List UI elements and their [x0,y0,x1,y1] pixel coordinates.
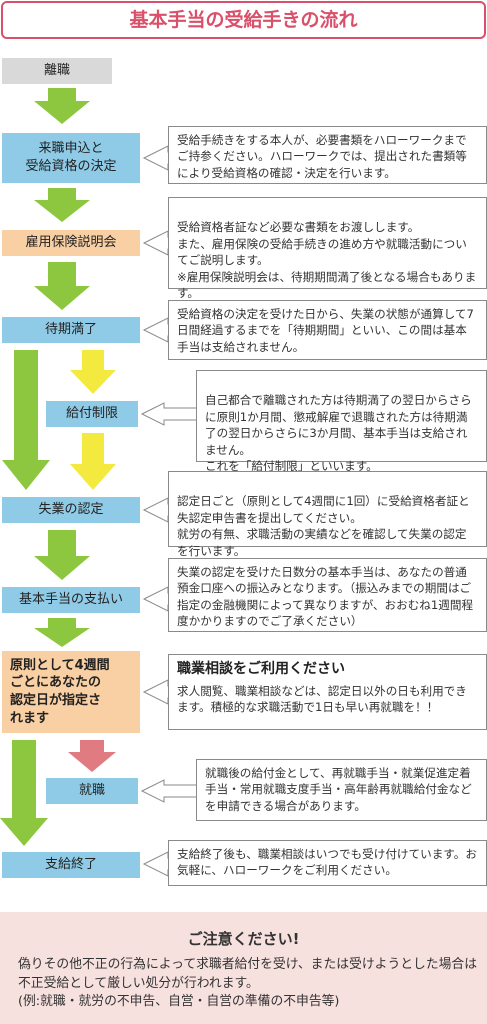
notice-panel [0,912,487,1024]
notice-title: ご注意ください! [187,930,300,948]
step-shitsugyo-nintei: 失業の認定 [2,497,140,523]
arrow-down-icon [34,262,90,310]
desc-text: 認定日ごと（原則として4週間に1回）に受給資格者証と失認定申告書を提出してくださ… [177,494,470,558]
page-title: 基本手当の受給手きの流れ [1,1,486,39]
arrow-down-icon [68,740,116,772]
desc-shikyu-shuryo: 支給終了後も、職業相談はいつでも受け付けています。お気軽に、ハローワークをご利用… [168,840,487,886]
desc-heading: 職業相談をご利用ください [177,661,345,677]
desc-text: 受給資格者証など必要な書類をお渡しします。 また、雇用保険の受給手続きの進め方や… [177,220,477,301]
desc-shitsugyo-nintei: 認定日ごと（原則として4週間に1回）に受給資格者証と失認定申告書を提出してくださ… [168,471,487,558]
desc-kyushoku-moushikomi: 受給手続きをする本人が、必要書類をハローワークまでご持参ください。ハローワークで… [168,126,487,184]
desc-text: 失業の認定を受けた日数分の基本手当は、あなたの普通預金口座への振込みとなります。… [177,565,474,629]
arrow-down-icon [34,88,90,124]
arrow-down-icon [70,433,116,490]
callout-pointer-icon [140,402,199,426]
desc-shushoku: 就職後の給付金として、再就職手当・就業促進定着手当・常用就職支度手当・高年齢再就… [196,759,487,821]
desc-text: 受給資格の決定を受けた日から、失業の状態が通算して7日間経過するまでを「待期期間… [177,307,474,354]
arrow-down-icon [0,740,48,846]
callout-pointer-icon [140,779,201,803]
step-taiki-manryo: 待期満了 [2,317,140,343]
step-shikyu-shuryo: 支給終了 [2,852,140,878]
arrow-down-icon [70,350,116,394]
desc-text: 求人閲覧、職業相談などは、認定日以外の日も利用できます。積極的な求職活動で1日も… [177,683,467,715]
step-setsumeikai: 雇用保険説明会 [2,230,140,256]
desc-shiharai: 失業の認定を受けた日数分の基本手当は、あなたの普通預金口座への振込みとなります。… [168,558,487,632]
step-rishoku: 離職 [2,58,112,84]
desc-text: 受給手続きをする本人が、必要書類をハローワークまでご持参ください。ハローワークで… [177,133,467,180]
notice-body: 偽りその他不正の行為によって求職者給付を受け、または受けようとした場合は不正受給… [18,957,478,1010]
step-shiharai: 基本手当の支払い [2,587,140,613]
arrow-down-icon [34,188,90,222]
arrow-down-icon [34,530,90,580]
desc-kyufu-seigen: 自己都合で離職された方は待期満了の翌日からさらに原則1か月間、懲戒解雇で退職され… [196,370,487,473]
desc-setsumeikai: 受給資格者証など必要な書類をお渡しします。 また、雇用保険の受給手続きの進め方や… [168,197,487,300]
arrow-down-icon [34,618,90,647]
desc-text: 自己都合で離職された方は待期満了の翌日からさらに原則1か月間、懲戒解雇で退職され… [205,393,472,474]
desc-text: 支給終了後も、職業相談はいつでも受け付けています。お気軽に、ハローワークをご利用… [177,847,477,878]
step-kyushoku-moushikomi: 来職申込と 受給資格の決定 [2,133,140,183]
arrow-down-icon [2,350,50,490]
desc-text: 就職後の給付金として、再就職手当・就業促進定着手当・常用就職支度手当・高年齢再就… [205,766,472,813]
flow-arrows [0,88,201,877]
step-ninteibi: 原則として4週間 ごとにあなたの 認定日が指定さ れます [2,651,140,733]
step-shushoku: 就職 [46,778,138,804]
step-kyufu-seigen: 給付制限 [46,401,138,427]
desc-shokugyo-sodan: 職業相談をご利用ください 求人閲覧、職業相談などは、認定日以外の日も利用できます… [168,654,487,730]
desc-taiki-manryo: 受給資格の決定を受けた日から、失業の状態が通算して7日間経過するまでを「待期期間… [168,300,487,360]
